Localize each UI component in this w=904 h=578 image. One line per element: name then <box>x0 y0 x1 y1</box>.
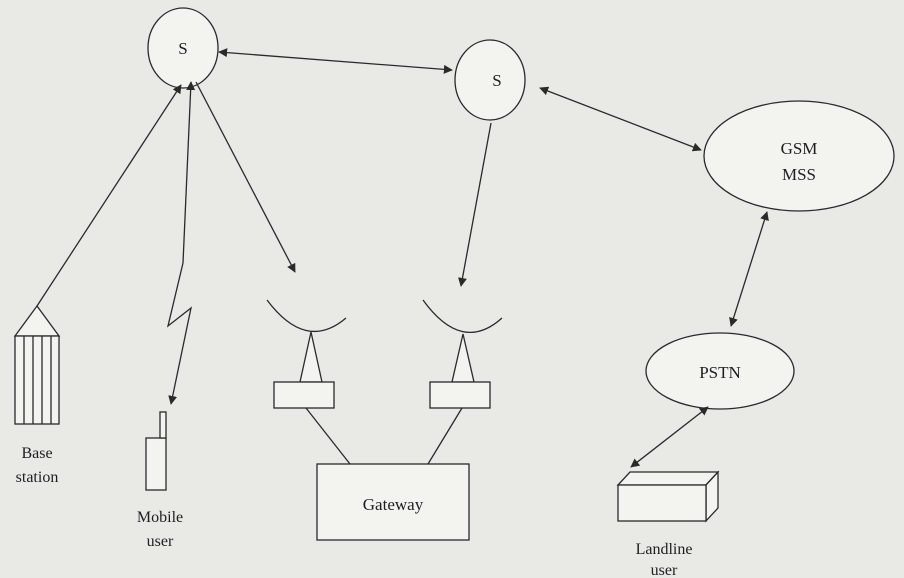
pstn-label: PSTN <box>699 363 741 382</box>
link-gsm-pstn <box>729 211 769 327</box>
mobile-label: Mobile <box>137 509 183 526</box>
link-mobile-sat-upper <box>182 81 196 264</box>
station-label: station <box>16 469 59 486</box>
link-sat-gateway-left <box>195 81 296 273</box>
mss-label: MSS <box>782 165 816 184</box>
link-base-sat <box>36 84 182 307</box>
satellite-right-label: S <box>492 71 501 90</box>
satellite-right: S <box>454 39 526 121</box>
radio-zigzag <box>166 262 192 405</box>
base-label: Base <box>21 445 52 462</box>
antenna-left <box>266 299 347 409</box>
link-sat-gateway-right <box>458 122 492 287</box>
link-sat-gsm <box>539 86 702 152</box>
mobile-user-label: user <box>147 533 174 550</box>
gateway-label: Gateway <box>363 495 424 514</box>
gsm-label: GSM <box>781 139 818 158</box>
gateway: Gateway <box>305 407 470 541</box>
mobile-handset: Mobile user <box>137 411 183 550</box>
link-pstn-landline <box>630 406 709 468</box>
landline-phone: Landline user <box>616 470 720 578</box>
base-station: Base station <box>13 304 61 486</box>
pstn-node: PSTN <box>645 332 795 410</box>
link-sat-sat <box>218 48 453 74</box>
landline-label: Landline <box>636 541 693 558</box>
landline-user-label: user <box>651 562 678 578</box>
satellite-left: S <box>147 7 219 89</box>
gsm-mss-node: GSM MSS <box>703 100 895 212</box>
links <box>36 48 769 468</box>
antenna-right <box>422 299 503 409</box>
satellite-left-label: S <box>178 39 187 58</box>
